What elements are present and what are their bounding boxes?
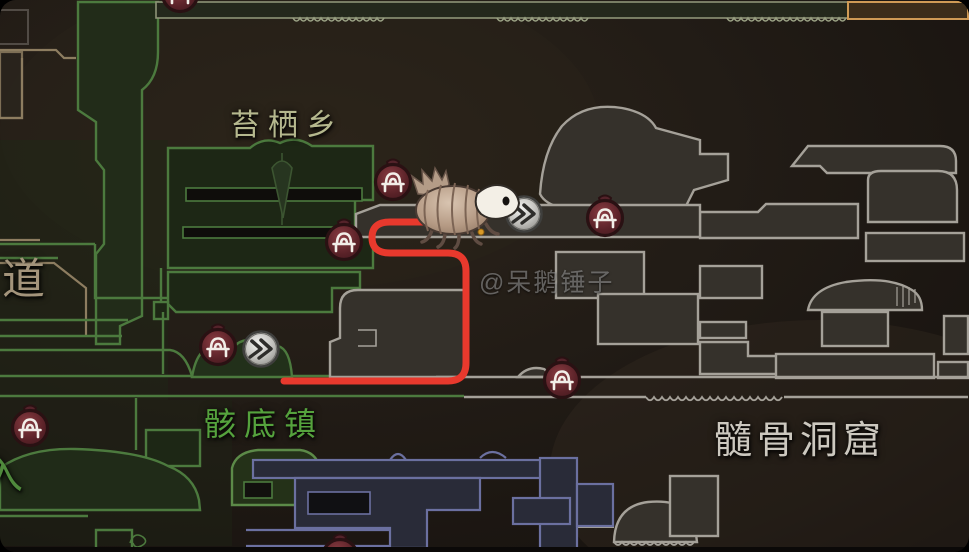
fast-travel-icon xyxy=(241,329,281,369)
top-boundary-band xyxy=(155,1,969,22)
tan-rooms xyxy=(0,48,88,336)
blue-rooms xyxy=(246,450,615,552)
green-rooms xyxy=(0,0,464,552)
route-line xyxy=(280,218,470,385)
watermark: @呆鹅锤子 xyxy=(479,269,615,297)
flea-icon xyxy=(410,165,521,250)
